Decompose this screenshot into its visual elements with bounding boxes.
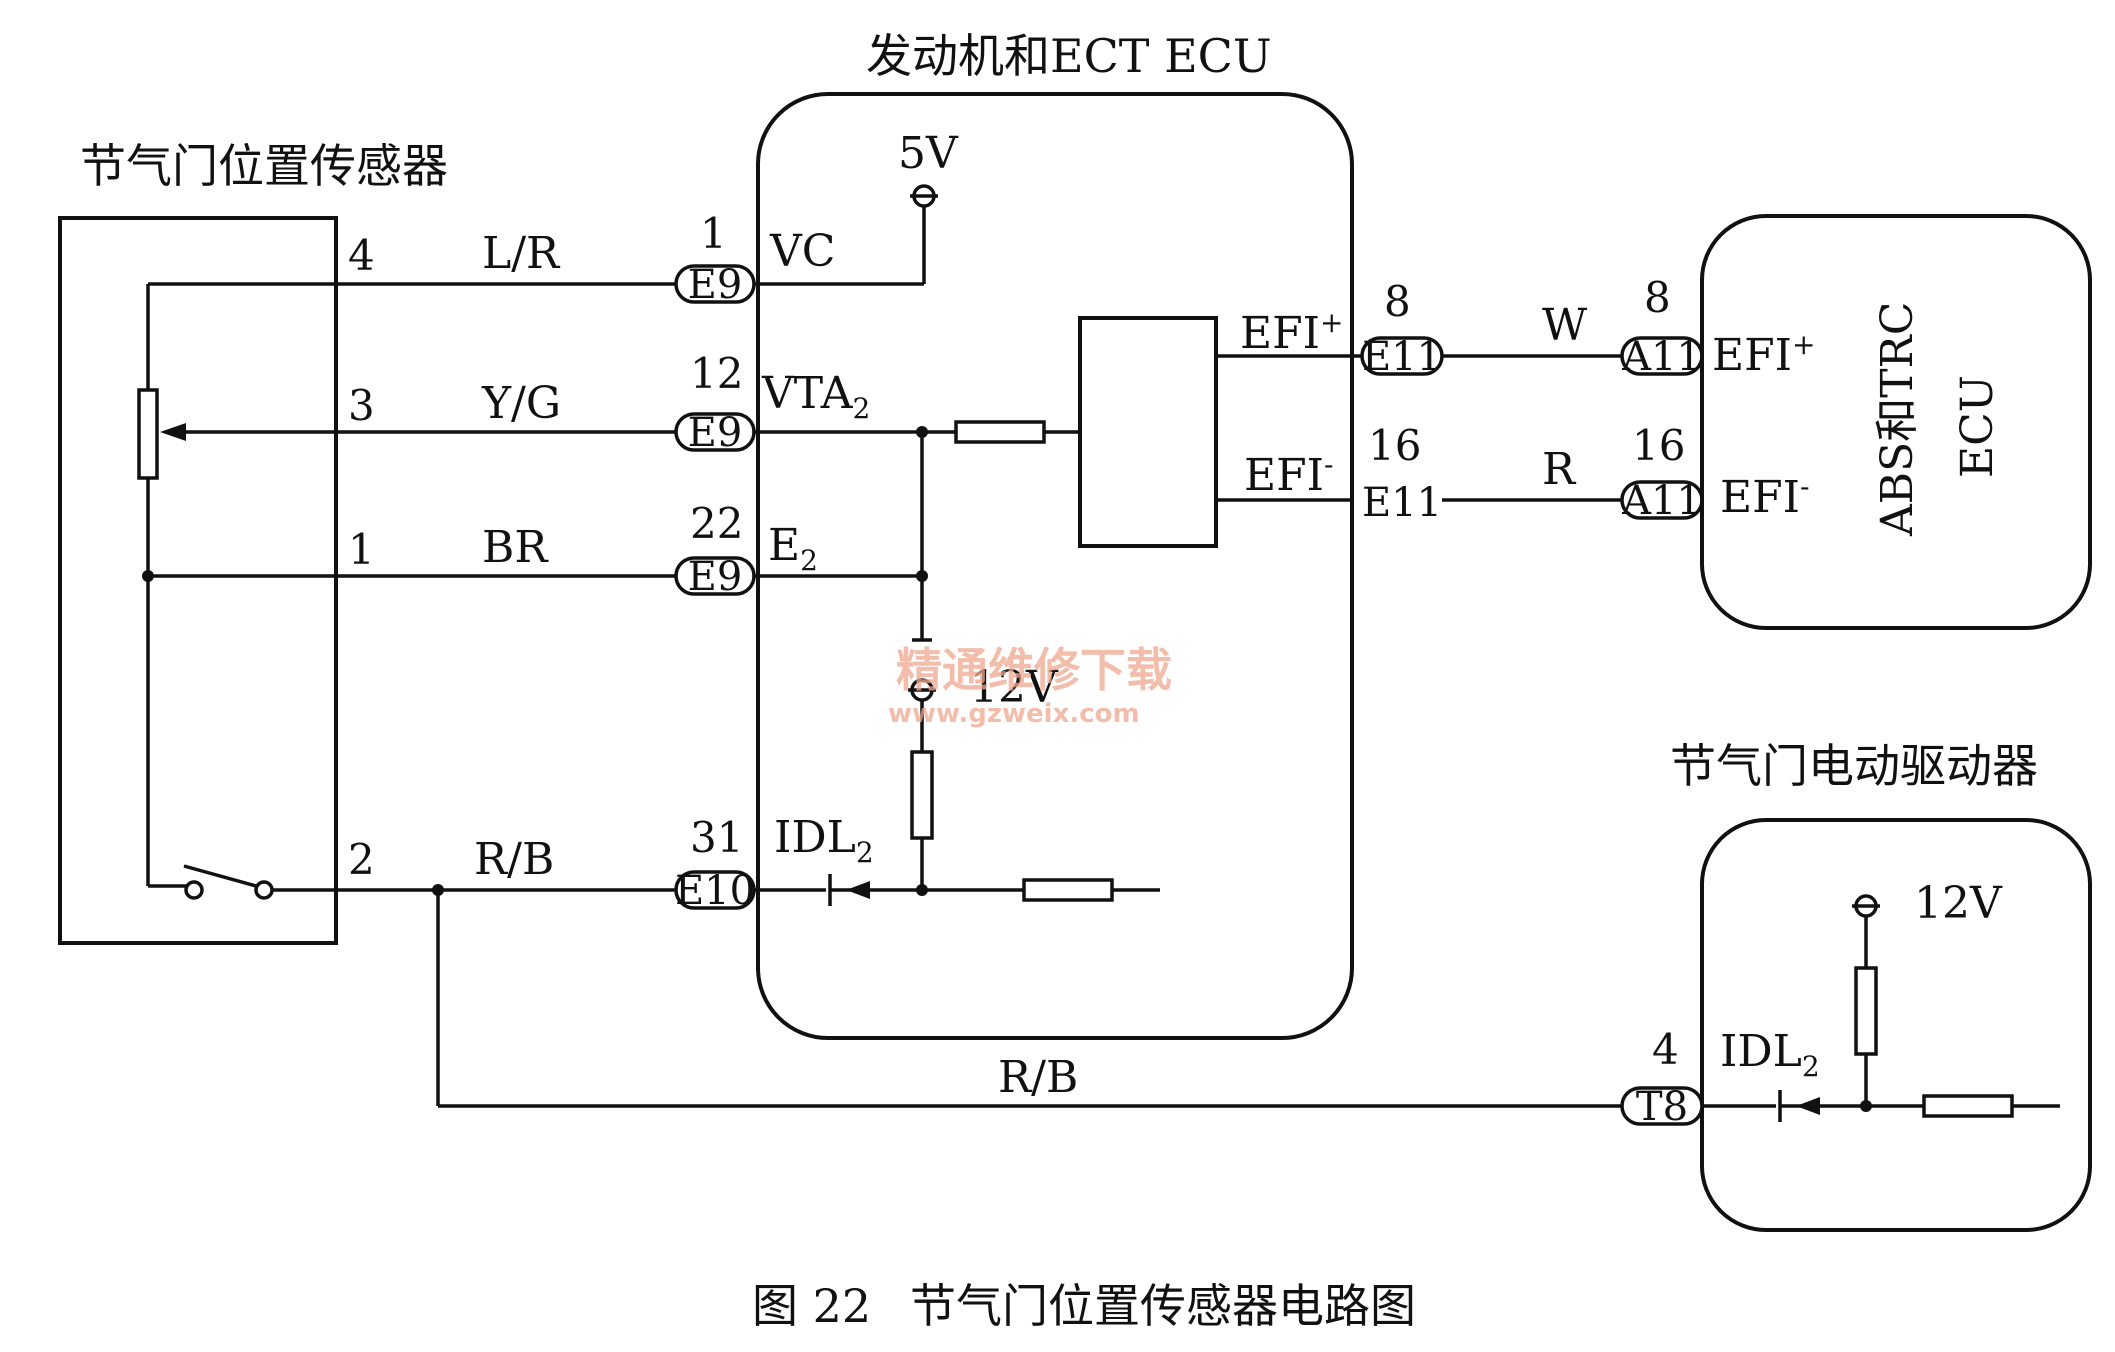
actuator-pullup-resistor [1854, 966, 1878, 1056]
idl2-output-resistor [1022, 878, 1114, 902]
idl2-pullup-resistor [910, 750, 934, 840]
potentiometer-resistor [137, 388, 159, 480]
svg-text:E9: E9 [688, 262, 743, 308]
sensor-pin-3: 3 [348, 381, 375, 430]
ecu-pin-31: 31 [690, 813, 743, 862]
connector-e9-e2: E9 [674, 554, 756, 600]
sensor-pin-2: 2 [348, 835, 375, 884]
idle-switch-blade [183, 864, 257, 888]
abs-pin-8: 8 [1644, 273, 1671, 322]
wire-color-w: W [1542, 300, 1588, 351]
abs-trc-ecu-label-2: ECU [1952, 375, 2003, 478]
ecu-signal-efi-minus: EFI- [1244, 448, 1334, 501]
supply-12v-actuator: 12V [1914, 878, 2003, 929]
switch-contact-right [254, 880, 274, 900]
ecu-processing-block [1078, 316, 1218, 548]
signal-vta2: VTA2 [761, 368, 870, 425]
signal-vc: VC [769, 226, 835, 277]
connector-e11-efi-minus: E11 [1362, 480, 1442, 526]
abs-signal-efi-minus: EFI- [1720, 470, 1810, 523]
svg-text:E11: E11 [1362, 334, 1442, 380]
actuator-pin-4: 4 [1652, 1025, 1679, 1074]
idl2-diode-arrow [846, 881, 870, 899]
wire-color-lr: L/R [482, 228, 561, 279]
ecu-pin-12: 12 [690, 349, 743, 398]
sensor-pin-1: 1 [348, 525, 375, 574]
ecu-signal-efi-plus: EFI+ [1240, 306, 1344, 359]
supply-12v-ecu: 12V [970, 662, 1059, 713]
ecu-pin-16: 16 [1368, 421, 1421, 470]
abs-pin-16: 16 [1632, 421, 1685, 470]
abs-trc-ecu-label-1: ABS和TRC [1872, 302, 1923, 537]
wire-color-br: BR [482, 522, 549, 573]
connector-e10-idl2: E10 [674, 868, 756, 914]
actuator-signal-idl2: IDL2 [1720, 1026, 1820, 1083]
connector-e9-vc: E9 [674, 262, 756, 308]
svg-text:E9: E9 [688, 554, 743, 600]
svg-text:E9: E9 [688, 410, 743, 456]
svg-text:A11: A11 [1621, 478, 1702, 524]
signal-e2: E2 [768, 520, 818, 577]
sensor-pin-4: 4 [348, 231, 375, 280]
wire-color-rb-bottom: R/B [998, 1052, 1078, 1103]
watermark-chinese: 精通维修下载 [896, 643, 1172, 697]
actuator-title: 节气门电动驱动器 [1670, 739, 2038, 793]
wiper-arrow [160, 423, 186, 441]
ecu-title: 发动机和ECT ECU [866, 29, 1272, 83]
sensor-box [58, 216, 338, 945]
connector-e11-efi-plus: E11 [1360, 334, 1444, 380]
figure-caption-number: 图 22 [752, 1279, 871, 1333]
connector-t8: T8 [1620, 1084, 1704, 1130]
connector-e9-vta2: E9 [674, 410, 756, 456]
ecu-pin-22: 22 [690, 499, 743, 548]
switch-contact-left [184, 880, 204, 900]
ecu-pin-1: 1 [700, 209, 727, 258]
supply-5v: 5V [898, 128, 959, 179]
wire-color-r: R [1542, 444, 1577, 495]
abs-trc-ecu-box [1700, 214, 2092, 630]
vta2-input-resistor [954, 420, 1046, 444]
connector-a11-efi-minus: A11 [1620, 478, 1704, 524]
engine-ect-ecu-box [756, 92, 1354, 1040]
connector-a11-efi-plus: A11 [1620, 334, 1704, 380]
actuator-output-resistor [1922, 1094, 2014, 1118]
throttle-actuator-box [1700, 818, 2092, 1232]
watermark-url: www.gzweix.com [888, 699, 1140, 729]
svg-text:E10: E10 [675, 868, 755, 914]
svg-text:T8: T8 [1636, 1084, 1688, 1130]
abs-signal-efi-plus: EFI+ [1712, 328, 1816, 381]
signal-idl2: IDL2 [774, 812, 874, 869]
sensor-title: 节气门位置传感器 [80, 139, 448, 193]
wire-color-yg: Y/G [481, 378, 561, 429]
ecu-pin-8: 8 [1384, 277, 1411, 326]
wire-color-rb: R/B [474, 834, 554, 885]
figure-caption-text: 节气门位置传感器电路图 [910, 1279, 1416, 1333]
svg-text:A11: A11 [1621, 334, 1702, 380]
